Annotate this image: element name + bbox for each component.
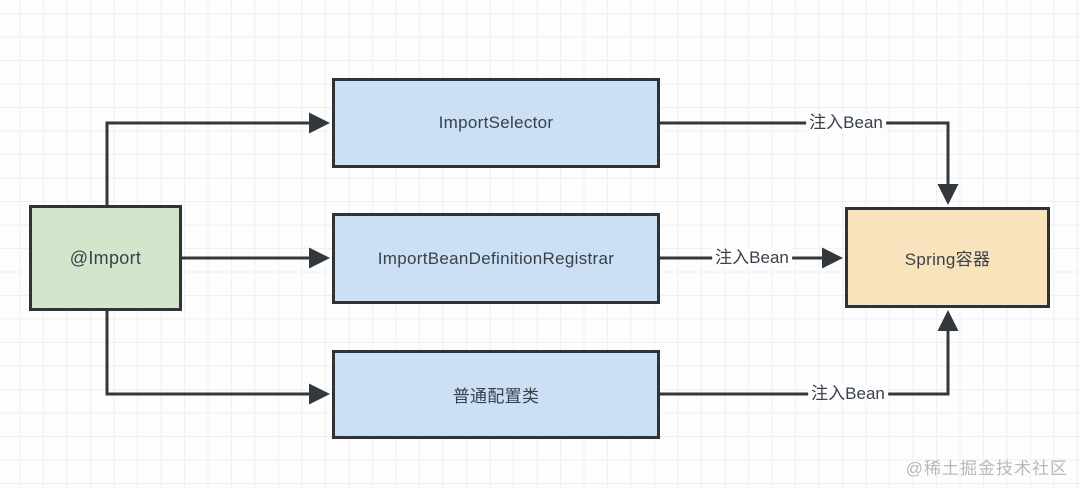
node-spring-container-label: Spring容器 <box>904 250 991 269</box>
node-import: @Import <box>29 205 182 311</box>
watermark: @稀土掘金技术社区 <box>905 459 1068 478</box>
arrow-import-to-configclass <box>105 311 330 405</box>
node-import-bean-definition-registrar-label: ImportBeanDefinitionRegistrar <box>377 248 615 268</box>
node-config-class-label: 普通配置类 <box>452 387 540 406</box>
edge-label-inject-bean-top: 注入Bean <box>806 112 886 134</box>
arrow-configclass-to-container <box>660 310 959 396</box>
node-import-selector: ImportSelector <box>332 78 660 168</box>
edge-label-inject-bean-bottom: 注入Bean <box>808 383 888 405</box>
node-import-bean-definition-registrar: ImportBeanDefinitionRegistrar <box>332 213 660 304</box>
node-spring-container: Spring容器 <box>845 207 1050 308</box>
edge-label-inject-bean-middle: 注入Bean <box>712 247 792 269</box>
node-import-label: @Import <box>69 247 142 268</box>
node-import-selector-label: ImportSelector <box>438 113 554 132</box>
node-config-class: 普通配置类 <box>332 350 660 439</box>
arrow-importselector-to-container <box>660 121 959 205</box>
arrow-import-to-importselector <box>105 112 330 205</box>
